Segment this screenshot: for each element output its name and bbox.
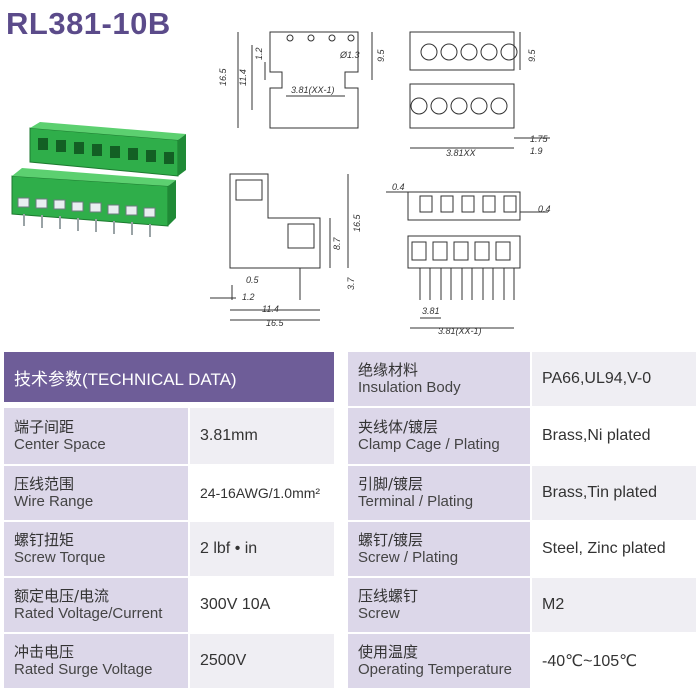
product-title: RL381-10B — [6, 6, 171, 41]
dim-bottom-t2: 0.4 — [538, 204, 551, 214]
right-row-6-value: -40℃~105℃ — [532, 634, 696, 688]
dim-top-pitch: 3.81(XX-1) — [291, 85, 335, 95]
dim-bottom-p1: 3.81 — [422, 306, 440, 316]
right-row-3-value: Brass,Tin plated — [532, 466, 696, 520]
dim-side-w1: 0.5 — [246, 275, 260, 285]
technical-drawings: 16.5 11.4 1.2 Ø1.3 9.5 3.81(XX-1) 9.5 1.… — [11, 31, 551, 336]
front-view-drawing — [409, 31, 550, 149]
dim-side-h2: 8.7 — [332, 236, 342, 250]
dim-top-d4: Ø1.3 — [339, 50, 360, 60]
dim-bottom-t1: 0.4 — [392, 182, 405, 192]
left-row-5-value: 2500V — [190, 634, 334, 688]
dim-top-d5: 9.5 — [376, 48, 386, 62]
dim-top-d3: 1.2 — [254, 47, 264, 60]
dim-front-d2: 1.75 — [530, 134, 549, 144]
left-row-4-value: 300V 10A — [190, 578, 334, 632]
dim-top-d2: 11.4 — [238, 69, 248, 86]
dim-side-w3: 11.4 — [262, 304, 279, 314]
side-view-drawing — [210, 173, 349, 321]
dim-side-h1: 16.5 — [352, 213, 362, 232]
product-photo — [11, 122, 186, 237]
bottom-view-drawing — [386, 191, 548, 329]
dim-bottom-p2: 3.81(XX-1) — [438, 326, 482, 336]
right-row-4-value: Steel, Zinc plated — [532, 522, 696, 576]
right-row-5-value: M2 — [532, 578, 696, 632]
dim-top-d1: 16.5 — [218, 67, 228, 86]
top-view-drawing — [237, 31, 373, 129]
dim-side-h3: 3.7 — [346, 276, 356, 290]
dim-front-d3: 1.9 — [530, 146, 543, 156]
dim-front-d1: 9.5 — [527, 48, 537, 62]
left-row-2-value: 24-16AWG/1.0mm² — [190, 466, 334, 520]
left-row-1-value: 3.81mm — [190, 408, 334, 464]
right-row-2-value: Brass,Ni plated — [532, 408, 696, 464]
right-row-1-value: PA66,UL94,V-0 — [532, 352, 696, 406]
dim-side-w2: 1.2 — [242, 292, 255, 302]
dim-side-w4: 16.5 — [266, 318, 285, 328]
left-row-3-value: 2 lbf • in — [190, 522, 334, 576]
table-header: 技术参数(TECHNICAL DATA) — [4, 352, 334, 402]
dim-front-pitch: 3.81XX — [446, 148, 477, 158]
